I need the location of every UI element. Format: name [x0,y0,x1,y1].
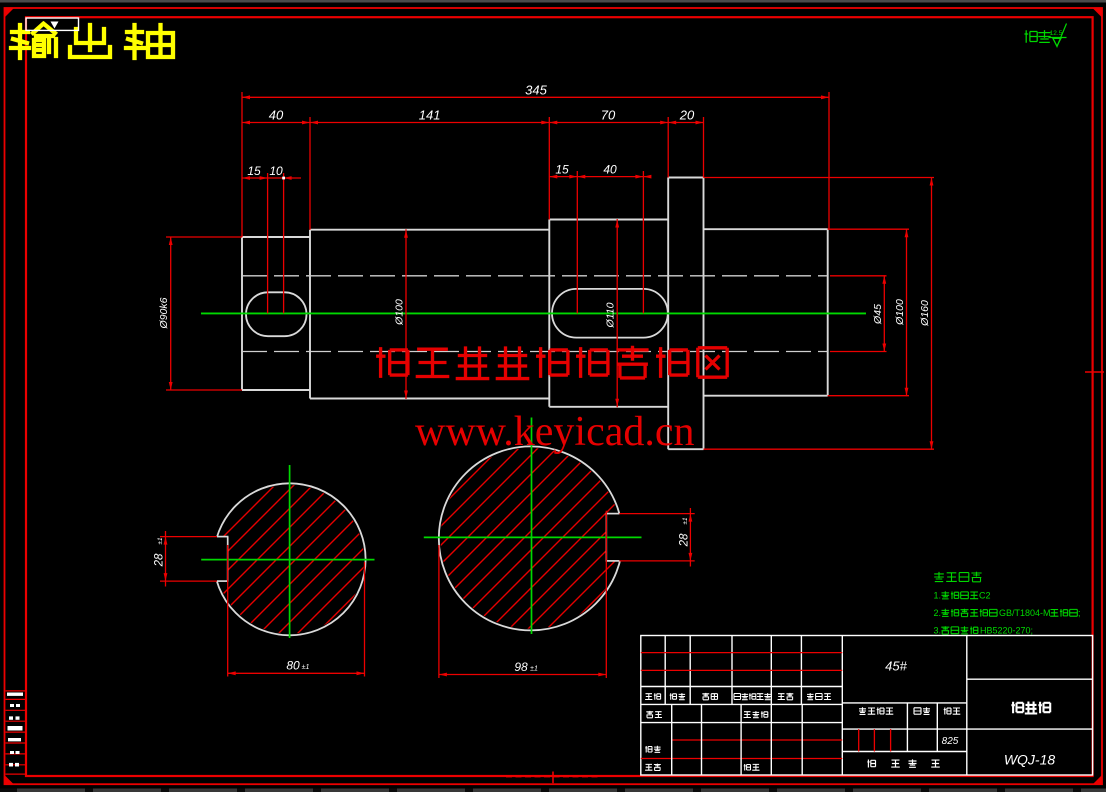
svg-text:141: 141 [419,108,441,123]
svg-text:Ø160: Ø160 [919,300,931,327]
svg-text:345: 345 [525,82,547,97]
svg-text:±1: ±1 [157,537,164,545]
svg-text:825: 825 [942,736,959,747]
svg-text:2.: 2. [934,608,942,618]
svg-text:Ø45: Ø45 [872,304,884,325]
svg-text:Ø90k6: Ø90k6 [158,297,170,329]
svg-text:28: 28 [678,533,690,547]
svg-text:20: 20 [679,108,695,123]
svg-text:±1: ±1 [682,517,689,525]
svg-text:Ø100: Ø100 [394,299,406,326]
svg-text:1.: 1. [934,591,942,601]
svg-text:15: 15 [247,164,261,178]
svg-text:C2: C2 [979,591,991,601]
svg-text:10: 10 [269,164,283,178]
svg-text:www.keyicad.cn: www.keyicad.cn [415,409,695,455]
svg-text:±1: ±1 [302,664,310,671]
svg-text:70: 70 [601,108,616,123]
svg-text:Ø110: Ø110 [605,302,617,328]
svg-text:GB/T1804-M: GB/T1804-M [999,608,1051,618]
svg-text:Ø100: Ø100 [894,299,906,326]
svg-text:±1: ±1 [530,666,538,673]
svg-text:12.5: 12.5 [1050,30,1063,37]
svg-text:HB5220-270;: HB5220-270; [980,626,1033,636]
svg-text:40: 40 [269,108,284,123]
svg-text:45#: 45# [885,659,907,674]
svg-text:15: 15 [555,163,569,177]
svg-text:40: 40 [603,163,617,177]
svg-text:3.: 3. [934,626,942,636]
svg-text:;: ; [1078,608,1081,618]
svg-text:98: 98 [514,660,528,674]
svg-text:WQJ-18: WQJ-18 [1004,752,1056,768]
svg-text:28: 28 [154,553,166,567]
svg-text:80: 80 [286,659,300,673]
